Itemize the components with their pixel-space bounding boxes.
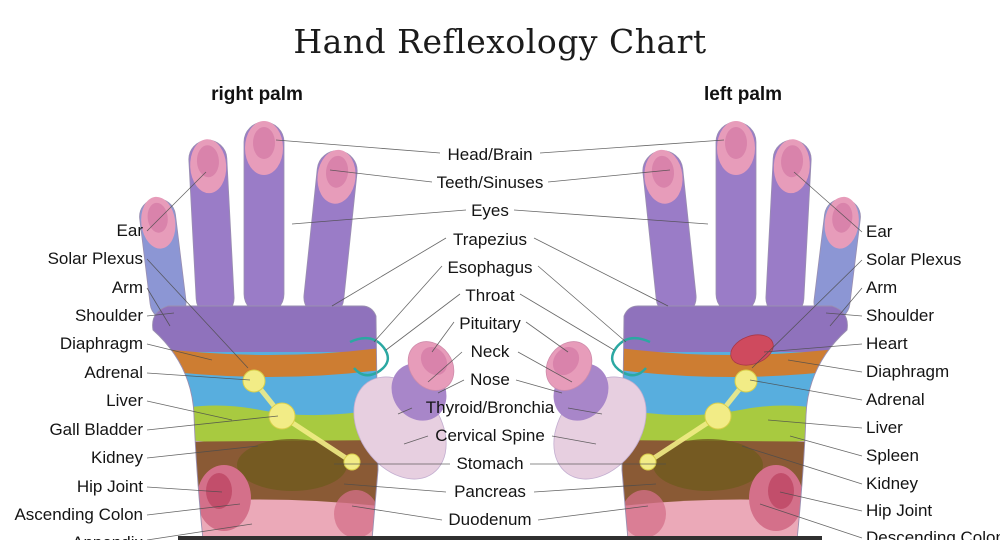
reflex-label-diaphragm-right: Diaphragm [866, 362, 950, 381]
reflex-label-eyes: Eyes [471, 201, 509, 220]
right-palm-heading: right palm [211, 84, 303, 105]
reflex-label-liver-right: Liver [866, 418, 903, 437]
reflex-label-arm-left: Arm [111, 278, 143, 297]
reflex-label-kidney-right: Kidney [866, 474, 918, 493]
reflex-label-esophagus: Esophagus [447, 258, 533, 277]
reflex-label-neck: Neck [470, 342, 510, 361]
reflex-label-trapezius: Trapezius [452, 230, 527, 249]
reflex-label-shoulder-left: Shoulder [74, 306, 143, 325]
reflex-label-cervical-spine: Cervical Spine [435, 426, 545, 445]
reflex-label-pancreas: Pancreas [454, 482, 526, 501]
reflex-label-liver-left: Liver [106, 391, 143, 410]
reflex-label-gall-bladder-left: Gall Bladder [49, 420, 143, 439]
reflex-label-shoulder-right: Shoulder [866, 306, 935, 325]
reflex-label-heart-right: Heart [866, 334, 908, 353]
reflex-label-duodenum: Duodenum [448, 510, 532, 529]
bottom-edge-strip [178, 536, 822, 540]
reflex-label-adrenal-left: Adrenal [84, 363, 143, 382]
reflex-label-hip-joint-right: Hip Joint [866, 501, 933, 520]
reflex-label-diaphragm-left: Diaphragm [59, 334, 143, 353]
corner-cut-right [915, 505, 1000, 540]
reflex-label-stomach: Stomach [456, 454, 524, 473]
reflex-label-ascending-colon-left: Ascending Colon [14, 505, 143, 524]
reflex-label-thyroid-bronchia: Thyroid/Bronchia [425, 398, 555, 417]
reflex-label-hip-joint-left: Hip Joint [76, 477, 143, 496]
reflex-label-head-brain: Head/Brain [447, 145, 533, 164]
reflex-label-pituitary: Pituitary [459, 314, 521, 333]
leader-lines [146, 139, 863, 540]
reflex-label-arm-right: Arm [866, 278, 898, 297]
reflex-label-throat: Throat [465, 286, 515, 305]
reflex-label-ear-left: Ear [116, 221, 143, 240]
reflex-label-nose: Nose [470, 370, 510, 389]
corner-cut-left [0, 510, 80, 540]
reflex-label-solar-plexus-left: Solar Plexus [47, 249, 143, 268]
reflex-label-ear-right: Ear [866, 222, 893, 241]
reflex-label-appendix-left: Appendix [72, 533, 143, 540]
reflex-label-adrenal-right: Adrenal [866, 390, 925, 409]
chart-title: Hand Reflexology Chart [293, 22, 707, 61]
reflex-label-spleen-right: Spleen [866, 446, 919, 465]
reflex-label-teeth-sinuses: Teeth/Sinuses [436, 173, 544, 192]
reflex-label-kidney-left: Kidney [91, 448, 143, 467]
reflex-label-solar-plexus-right: Solar Plexus [866, 250, 962, 269]
left-palm-heading: left palm [703, 84, 783, 105]
reflex-label-descending-colon-right: Descending Colon [866, 528, 1000, 540]
